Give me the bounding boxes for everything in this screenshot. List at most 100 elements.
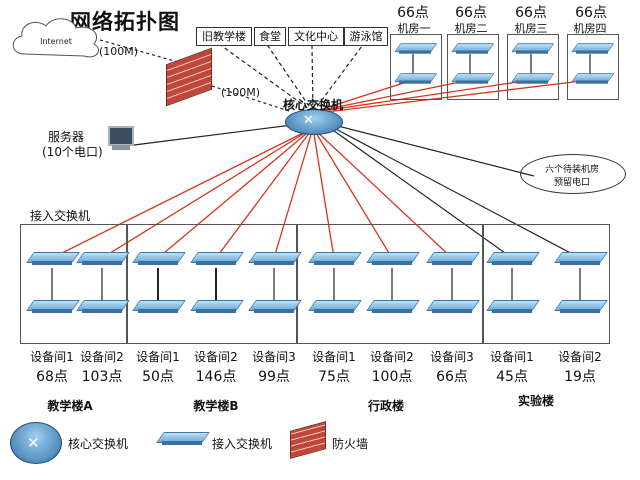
machine-room-uplink <box>312 79 471 113</box>
access-switch-icon <box>132 252 186 265</box>
room-switch-icon <box>511 73 555 84</box>
server-monitor-icon <box>108 126 134 146</box>
room-name-1: 机房一 <box>397 22 431 35</box>
wiring-closet-name: 设备间1 <box>136 350 180 364</box>
uplink-line <box>157 127 314 259</box>
access-switch-icon <box>132 300 186 313</box>
building-label-old-teaching: 旧教学楼 <box>196 27 252 46</box>
group-label-teaching-b: 教学楼B <box>193 399 239 413</box>
machine-room-box-3 <box>507 34 559 100</box>
arrows-icon: ✕ <box>303 113 314 128</box>
reserved-rooms-ellipse <box>520 154 626 194</box>
access-switch-icon <box>190 252 244 265</box>
wiring-closet-name: 设备间2 <box>370 350 414 364</box>
dashed-link-canteen <box>267 45 314 113</box>
uplink-line <box>273 127 314 259</box>
uplink-line <box>312 127 453 259</box>
room-points-4: 66点 <box>575 5 607 21</box>
uplink-line <box>312 127 335 259</box>
dashed-link-old-building <box>221 45 314 113</box>
wiring-closet-name: 设备间1 <box>30 350 74 364</box>
server-base-icon <box>112 145 130 150</box>
machine-room-uplink <box>317 79 591 114</box>
legend-firewall-label: 防火墙 <box>332 437 369 451</box>
room-name-2: 机房二 <box>454 22 488 35</box>
room-switch-icon <box>511 43 555 54</box>
wiring-closet-points: 50点 <box>142 369 174 385</box>
machine-room-box-1 <box>390 34 442 100</box>
wiring-closet-name: 设备间2 <box>558 350 602 364</box>
bandwidth-label-upper: (100M) <box>99 45 139 58</box>
room-switch-icon <box>394 43 438 54</box>
wiring-closet-points: 99点 <box>258 369 290 385</box>
link-lab-2 <box>331 126 581 259</box>
uplink-line <box>312 127 393 259</box>
wiring-closet-points: 75点 <box>318 369 350 385</box>
access-switch-label: 接入交换机 <box>30 209 91 223</box>
legend-core-label: 核心交换机 <box>68 437 129 451</box>
room-points-2: 66点 <box>455 5 487 21</box>
group-label-teaching-a: 教学楼A <box>47 399 93 413</box>
building-label-culture-center: 文化中心 <box>288 27 344 46</box>
legend-core-switch-icon: ✕ <box>10 422 62 464</box>
room-switch-icon <box>394 73 438 84</box>
server-ports-label: (10个电口) <box>42 145 103 159</box>
access-switch-icon <box>308 300 362 313</box>
machine-room-uplink <box>314 79 532 113</box>
access-switch-icon <box>486 300 540 313</box>
access-switch-icon <box>248 300 302 313</box>
access-switch-icon <box>76 252 130 265</box>
reserved-link <box>333 124 535 177</box>
building-label-canteen: 食堂 <box>254 27 286 46</box>
reserved-line-1: 六个待装机房 <box>544 165 599 175</box>
server-label: 服务器 <box>48 130 85 144</box>
access-switch-icon <box>308 252 362 265</box>
bandwidth-label-lower: (100M) <box>221 86 261 99</box>
wiring-closet-points: 100点 <box>371 369 413 385</box>
legend-access-label: 接入交换机 <box>212 437 273 451</box>
wiring-closet-points: 146点 <box>195 369 237 385</box>
wiring-closet-points: 103点 <box>81 369 123 385</box>
machine-room-uplink <box>312 79 414 113</box>
uplink-line <box>101 127 314 259</box>
access-switch-icon <box>366 300 420 313</box>
building-label-pool: 游泳馆 <box>344 27 388 46</box>
room-points-3: 66点 <box>515 5 547 21</box>
group-box-teaching-a <box>20 224 128 344</box>
access-switch-icon <box>26 252 80 265</box>
internet-label: Internet <box>40 37 72 46</box>
access-switch-icon <box>426 252 480 265</box>
access-switch-icon <box>426 300 480 313</box>
access-switch-icon <box>554 252 608 265</box>
core-switch-icon: ✕ <box>285 109 343 135</box>
group-box-lab <box>482 224 610 344</box>
dashed-link-firewall <box>211 85 293 113</box>
group-label-admin: 行政楼 <box>367 399 404 413</box>
access-switch-icon <box>486 252 540 265</box>
access-switch-icon <box>26 300 80 313</box>
wiring-closet-name: 设备间2 <box>80 350 124 364</box>
wiring-closet-name: 设备间2 <box>194 350 238 364</box>
machine-room-box-4 <box>567 34 619 100</box>
group-label-lab: 实验楼 <box>517 394 554 408</box>
arrows-icon: ✕ <box>27 434 40 452</box>
link-lab-1 <box>329 127 513 259</box>
dashed-link-internet <box>99 39 179 63</box>
uplink-line <box>215 127 314 259</box>
reserved-line-2: 预留电口 <box>553 178 590 188</box>
wiring-closet-points: 19点 <box>564 369 596 385</box>
uplink-line <box>51 127 314 259</box>
access-switch-icon <box>76 300 130 313</box>
wiring-closet-points: 45点 <box>496 369 528 385</box>
internet-cloud-icon: Internet <box>12 18 99 58</box>
wiring-closet-name: 设备间1 <box>490 350 534 364</box>
server-link <box>133 123 301 146</box>
machine-room-box-2 <box>447 34 499 100</box>
core-switch-label: 核心交换机 <box>283 98 344 112</box>
room-switch-icon <box>571 73 615 84</box>
wiring-closet-name: 设备间3 <box>430 350 474 364</box>
wiring-closet-name: 设备间3 <box>252 350 296 364</box>
wiring-closet-name: 设备间1 <box>312 350 356 364</box>
access-switch-icon <box>190 300 244 313</box>
